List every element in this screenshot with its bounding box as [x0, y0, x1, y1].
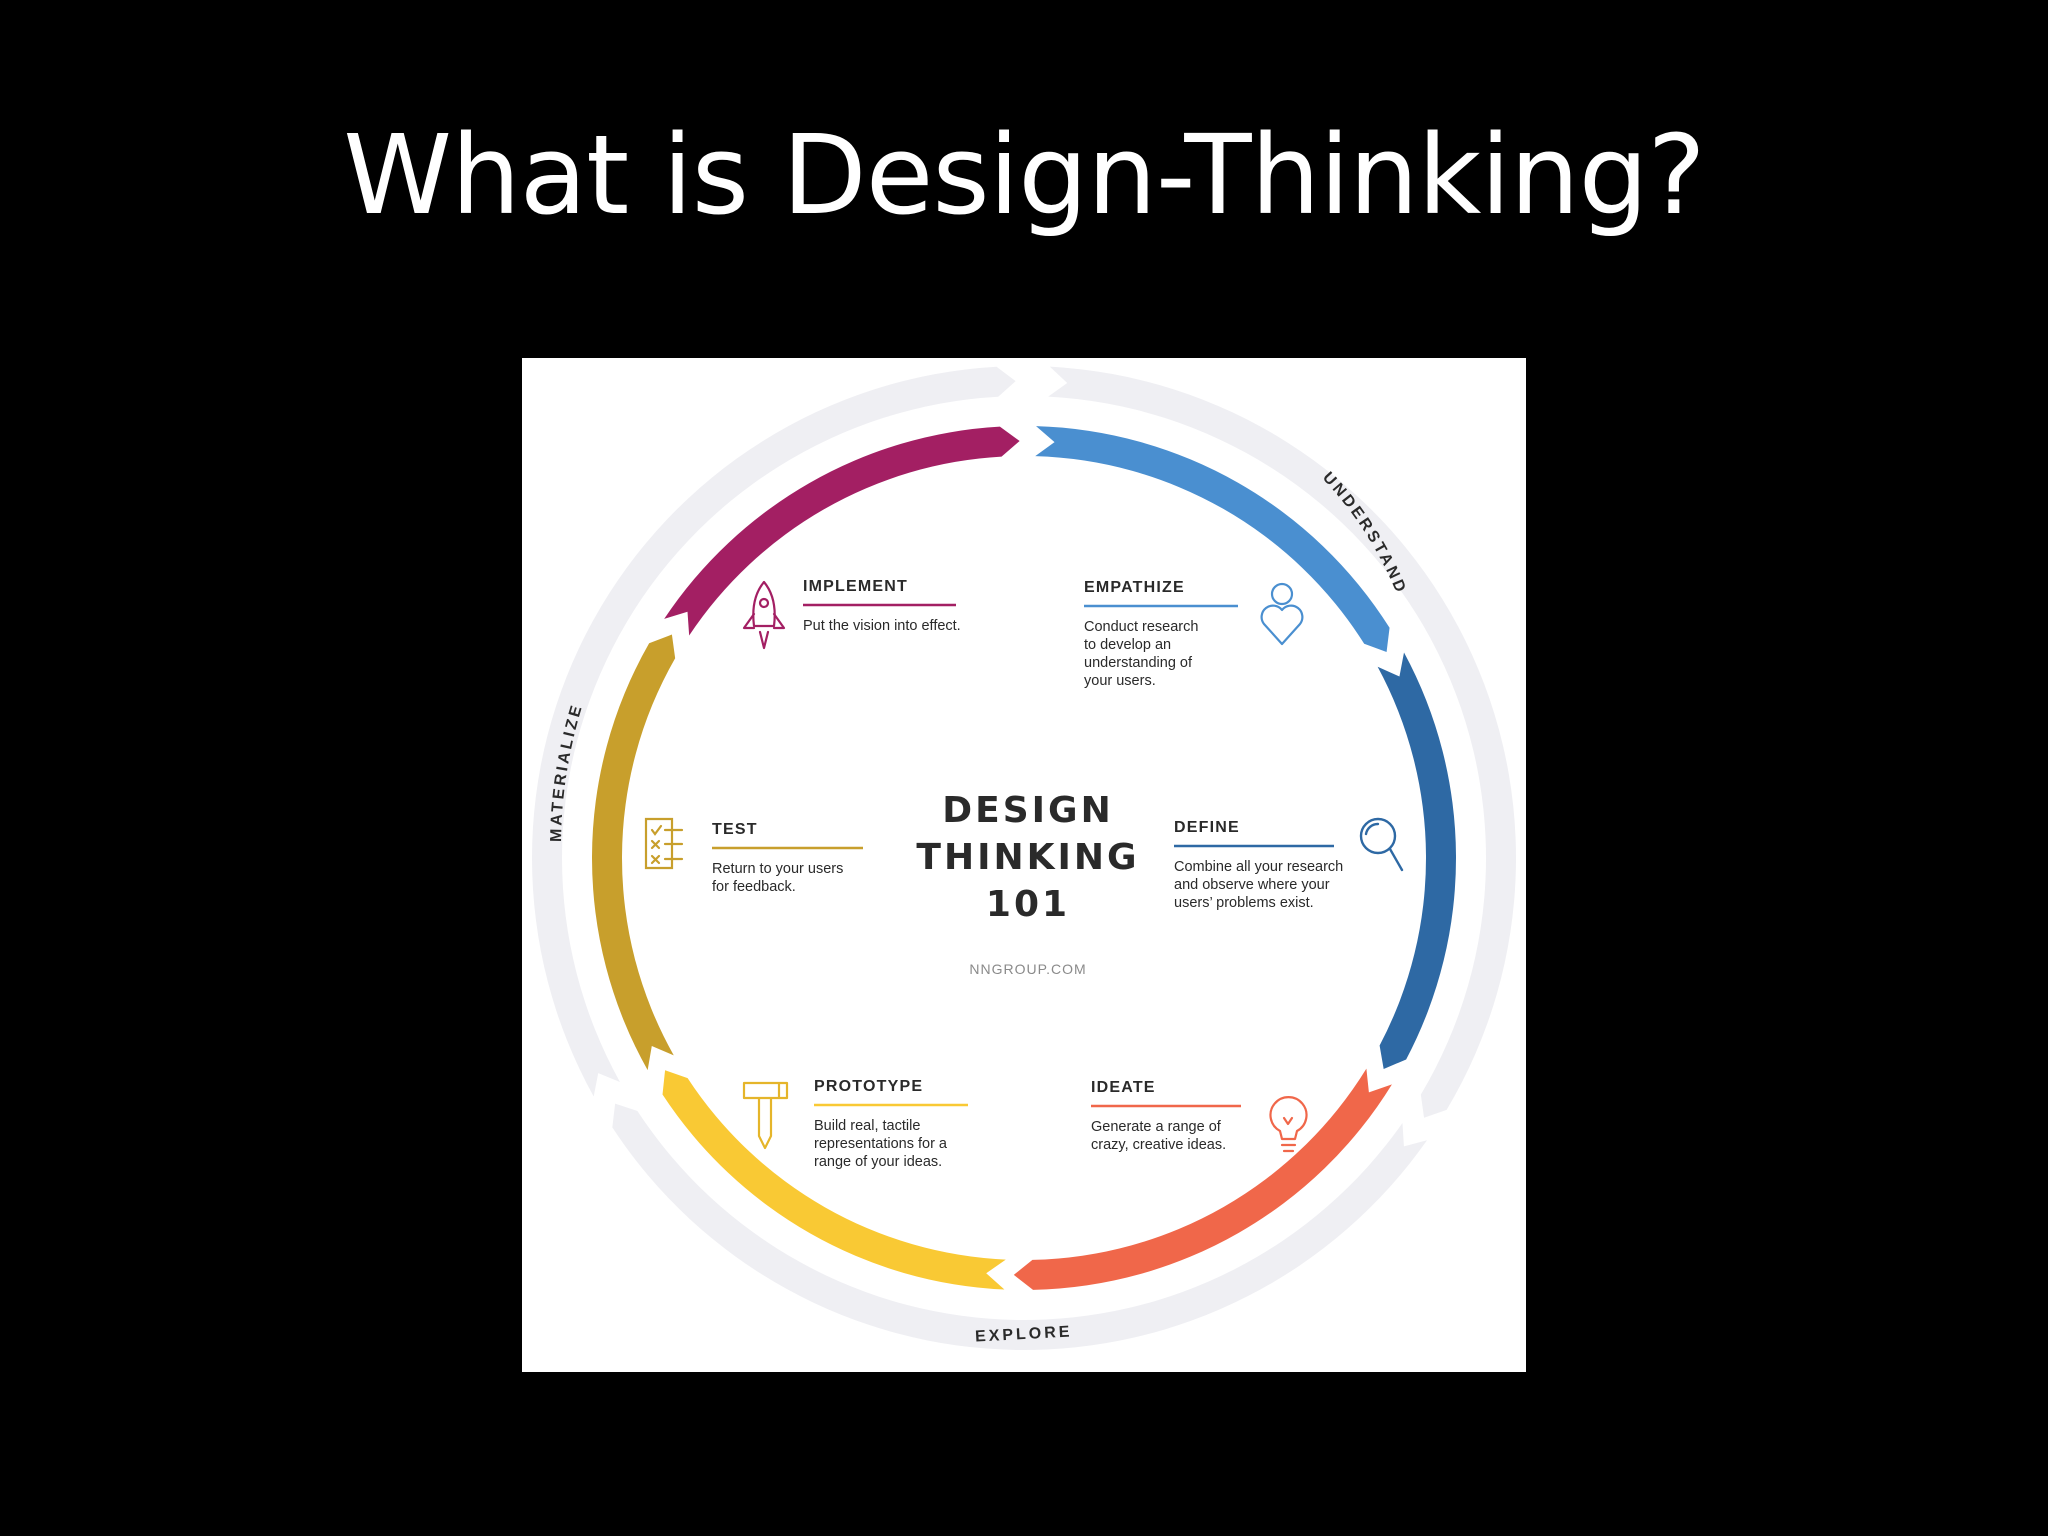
- center-title-line1: DESIGN: [942, 790, 1113, 831]
- stage-desc-prototype-1: Build real, tactile: [814, 1118, 920, 1134]
- stage-ideate: IDEATE Generate a range of crazy, creati…: [1091, 1079, 1308, 1153]
- ring-segment-test: [592, 634, 676, 1071]
- ring-segment-empathize: [1035, 426, 1390, 653]
- stage-desc-define-2: and observe where your: [1174, 877, 1330, 893]
- ring-segment-prototype: [662, 1070, 1006, 1290]
- outer-segment-materialize: [532, 366, 1016, 1097]
- stage-desc-empathize-2: to develop an: [1084, 637, 1171, 653]
- person-heart-icon: [1260, 582, 1304, 646]
- outer-segment-explore: [612, 1103, 1428, 1350]
- stage-desc-empathize-3: understanding of: [1084, 655, 1193, 671]
- phase-label-explore: EXPLORE: [975, 1323, 1073, 1345]
- stage-desc-implement-1: Put the vision into effect.: [803, 618, 961, 634]
- stage-desc-define-3: users’ problems exist.: [1174, 895, 1314, 911]
- center-title-line3: 101: [986, 884, 1070, 925]
- outer-phase-ring: [532, 366, 1516, 1350]
- stage-label-ideate: IDEATE: [1091, 1079, 1156, 1096]
- stage-desc-define-1: Combine all your research: [1174, 859, 1343, 875]
- stage-implement: IMPLEMENT Put the vision into effect.: [742, 578, 961, 650]
- stage-desc-empathize-1: Conduct research: [1084, 619, 1198, 635]
- stage-label-test: TEST: [712, 821, 758, 838]
- center-title-line2: THINKING: [916, 837, 1139, 878]
- stage-desc-empathize-4: your users.: [1084, 673, 1156, 689]
- rocket-icon: [742, 580, 786, 650]
- inner-stage-ring: [592, 426, 1456, 1290]
- outer-segment-understand: [1048, 366, 1516, 1118]
- stage-label-implement: IMPLEMENT: [803, 578, 908, 595]
- stage-desc-prototype-2: representations for a: [814, 1136, 948, 1152]
- slide-title: What is Design-Thinking?: [343, 111, 1706, 239]
- source-label: NNGROUP.COM: [969, 961, 1086, 977]
- ring-segment-implement: [664, 426, 1020, 636]
- stage-desc-test-2: for feedback.: [712, 879, 796, 895]
- lightbulb-icon: [1269, 1096, 1308, 1153]
- stage-desc-prototype-3: range of your ideas.: [814, 1154, 942, 1170]
- design-thinking-diagram: UNDERSTAND MATERIALIZE EXPLORE DESIGN TH…: [522, 358, 1526, 1372]
- stage-empathize: EMPATHIZE Conduct research to develop an…: [1084, 579, 1304, 689]
- stage-label-prototype: PROTOTYPE: [814, 1078, 923, 1095]
- stage-prototype: PROTOTYPE Build real, tactile representa…: [742, 1078, 968, 1170]
- stage-label-empathize: EMPATHIZE: [1084, 579, 1185, 596]
- stage-desc-ideate-1: Generate a range of: [1091, 1119, 1222, 1135]
- ring-segment-ideate: [1013, 1068, 1392, 1290]
- checklist-icon: [644, 817, 684, 870]
- stage-label-define: DEFINE: [1174, 819, 1240, 836]
- stage-desc-test-1: Return to your users: [712, 861, 843, 877]
- magnifier-icon: [1359, 817, 1404, 872]
- stage-test: TEST Return to your users for feedback.: [644, 817, 863, 895]
- stage-desc-ideate-2: crazy, creative ideas.: [1091, 1137, 1226, 1153]
- ring-segment-define: [1377, 652, 1456, 1070]
- hammer-icon: [742, 1081, 789, 1150]
- stage-define: DEFINE Combine all your research and obs…: [1174, 817, 1404, 911]
